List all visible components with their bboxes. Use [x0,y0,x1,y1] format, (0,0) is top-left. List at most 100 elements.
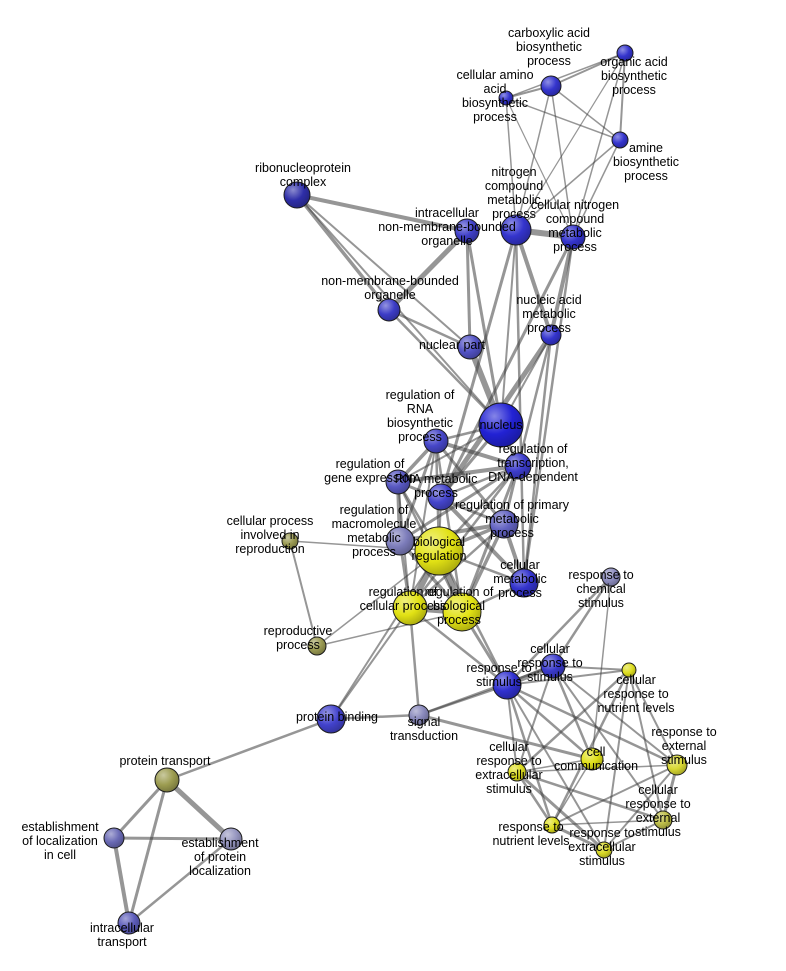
edge [387,308,503,427]
node-cellular_amino[interactable] [498,90,514,106]
edge [408,464,520,610]
edge [552,665,630,671]
edge [434,439,506,526]
edge [515,668,631,774]
edge [516,758,593,773]
node-reg_rna_biosyn[interactable] [423,428,449,454]
node-amine[interactable] [611,131,629,149]
edge [295,193,391,312]
node-intracellular_transport[interactable] [117,911,141,935]
edge [550,85,574,238]
edge [515,770,665,822]
node-cellular_resp_nutrient[interactable] [621,662,637,678]
edge [505,683,594,761]
node-chemical_stimulus[interactable] [601,567,621,587]
node-cellular_resp_stimulus[interactable] [540,653,566,679]
node-reg_macromolecule[interactable] [385,526,415,556]
node-response_extracellular[interactable] [595,841,613,859]
edge [619,52,626,141]
node-cellular_nitrogen[interactable] [560,224,586,250]
node-reg_biological[interactable] [442,592,482,632]
edge [296,194,471,348]
edge [603,819,664,851]
node-est_protein_localization[interactable] [219,827,243,851]
edge [603,669,630,851]
node-nuclear_part[interactable] [457,334,483,360]
node-response_nutrient[interactable] [543,816,561,834]
edge [295,193,469,233]
node-organic[interactable] [616,44,634,62]
edge [316,611,463,647]
node-response_external[interactable] [666,754,688,776]
node-response_stimulus[interactable] [492,670,522,700]
edge [603,764,678,851]
edge [387,308,472,349]
edge [505,683,679,767]
edge [164,777,234,842]
node-reproductive[interactable] [307,636,327,656]
edge [165,717,333,782]
edge [289,540,318,647]
node-reg_primary[interactable] [489,509,519,539]
edge [289,540,440,552]
edge [551,764,678,826]
node-reg_gene_expr[interactable] [385,469,411,495]
edge [505,97,621,141]
edge [460,464,520,614]
node-reg_transcription[interactable] [504,452,532,480]
node-cellular_process_repro[interactable] [281,532,299,550]
node-cellular_resp_extracell[interactable] [507,762,527,782]
edge [549,235,575,337]
node-cellular_resp_external[interactable] [653,810,673,830]
node-nmb_organelle[interactable] [377,298,401,322]
edge [500,229,517,426]
node-signal_transduction[interactable] [408,704,430,726]
edge [516,333,553,468]
edge [515,139,621,231]
node-rna_metabolic[interactable] [427,483,455,511]
node-biological_regulation[interactable] [414,526,464,576]
node-cellular_metabolic[interactable] [509,568,539,598]
node-nucleus[interactable] [478,402,524,448]
edge [127,837,233,925]
node-nitrogen[interactable] [500,214,532,246]
edge [434,439,464,614]
node-nucleic_acid[interactable] [540,324,562,346]
node-protein_binding[interactable] [316,704,346,734]
edge [112,836,131,925]
edge [439,235,575,499]
edge [112,836,233,841]
node-intracell_nmb[interactable] [454,218,480,244]
node-cell_communication[interactable] [580,747,604,771]
node-protein_transport[interactable] [154,767,180,793]
node-ribonucleoprotein[interactable] [283,181,311,209]
node-est_localization_cell[interactable] [103,827,125,849]
edge [329,713,421,721]
edge [628,669,664,821]
node-carboxylic[interactable] [540,75,562,97]
edge [408,606,421,717]
edge [550,823,606,852]
edge [572,139,621,238]
node-reg_cellular[interactable] [392,590,428,626]
